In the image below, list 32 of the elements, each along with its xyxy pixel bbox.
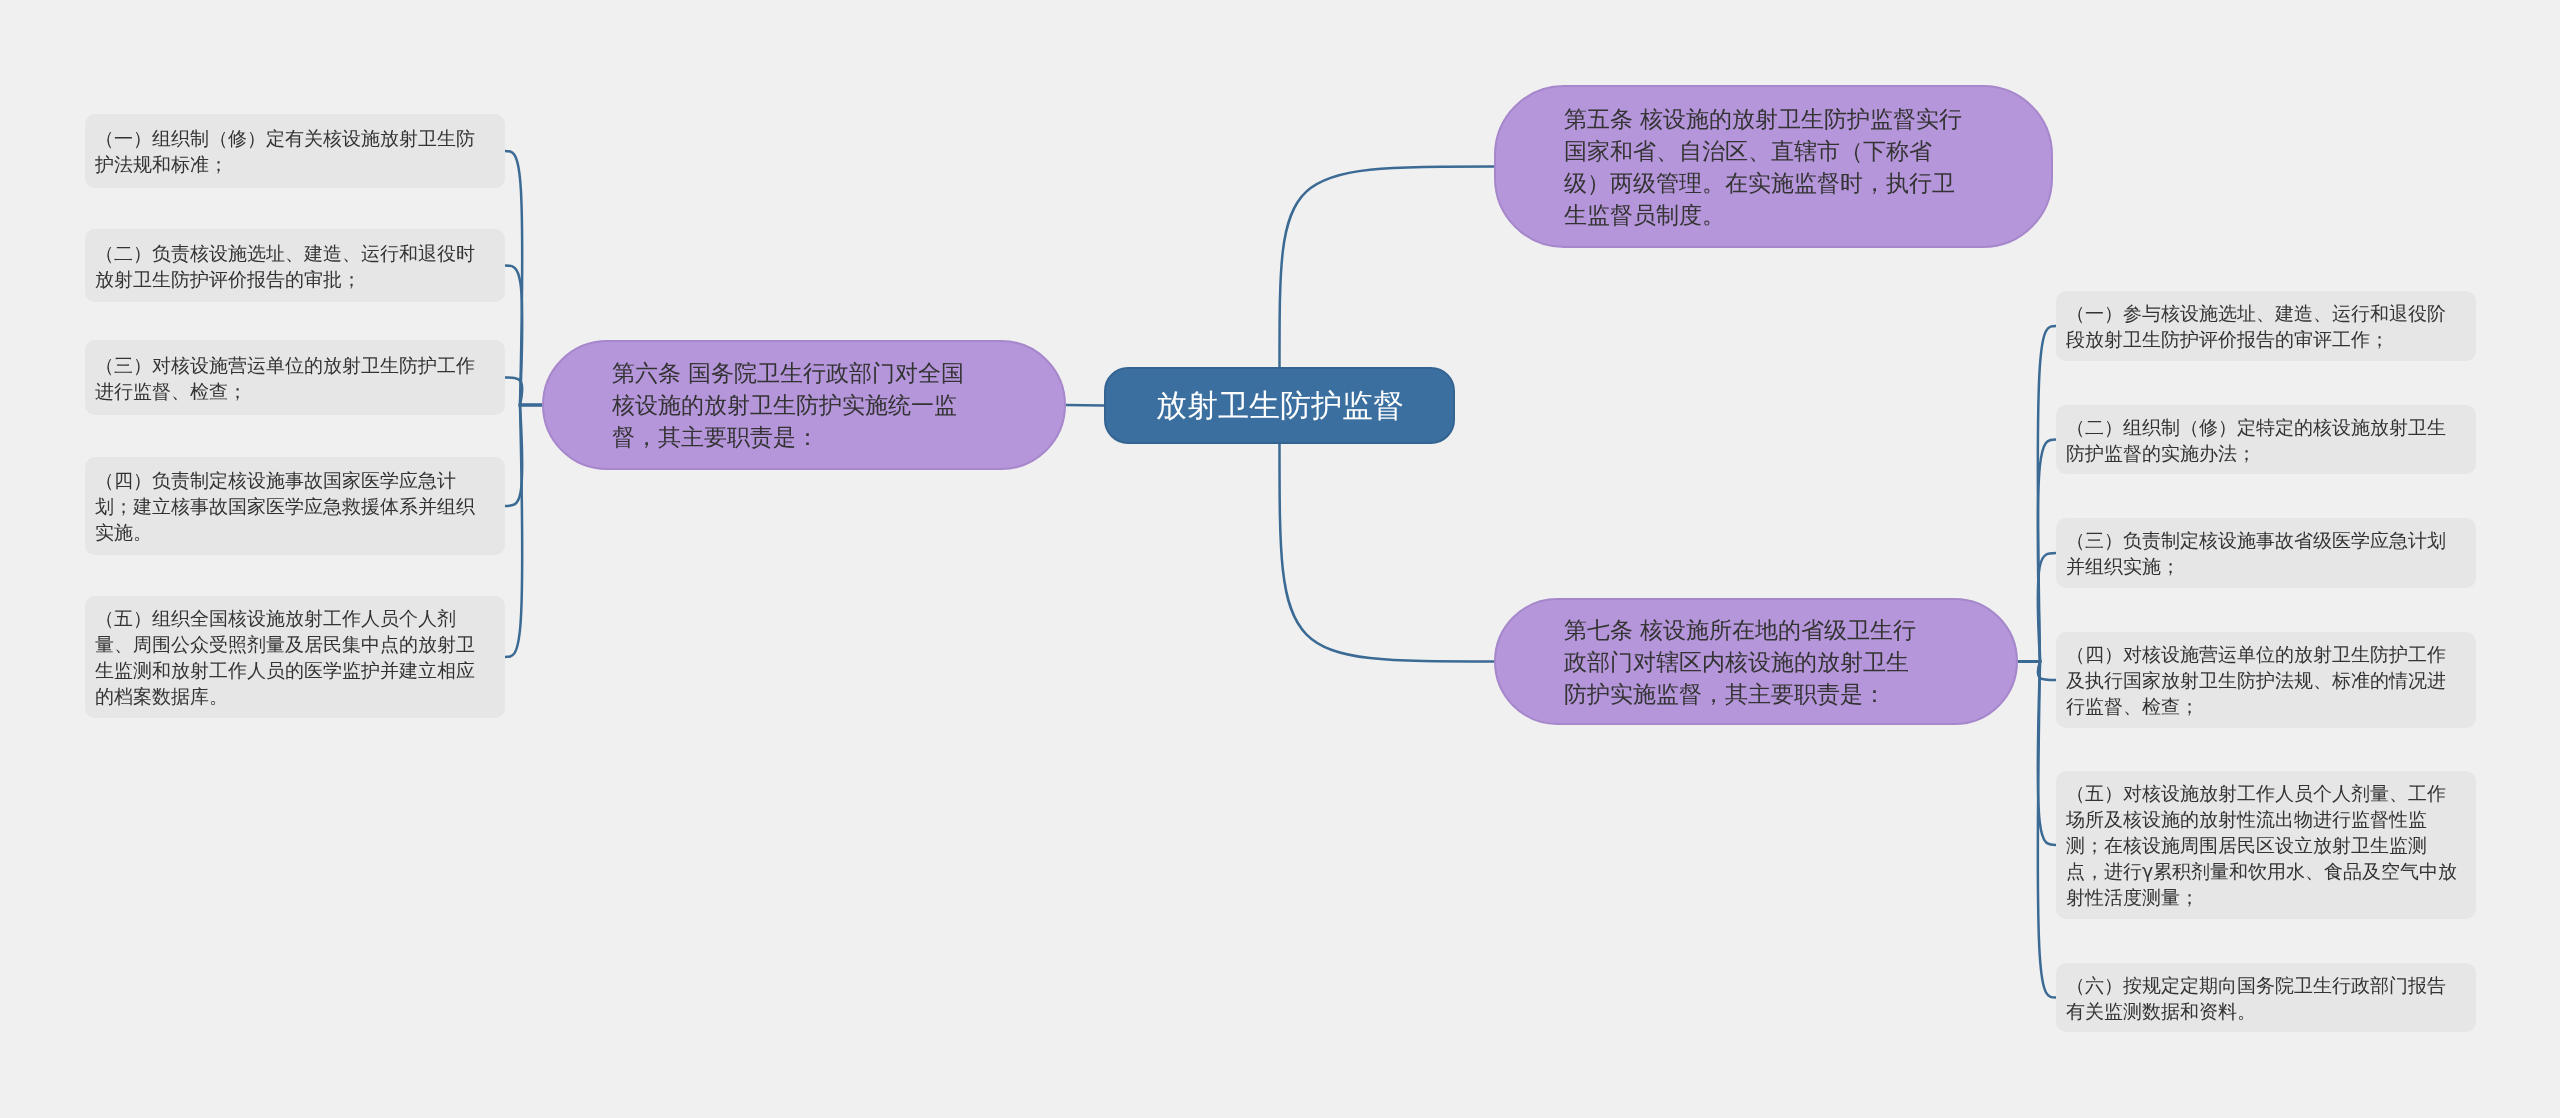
item-text: （三）对核设施营运单位的放射卫生防护工作进行监督、检查；: [95, 352, 476, 404]
item-text: （四）对核设施营运单位的放射卫生防护工作及执行国家放射卫生防护法规、标准的情况进行监督、检查；: [2066, 642, 2447, 719]
item-text: （一）组织制（修）定有关核设施放射卫生防护法规和标准；: [95, 126, 476, 177]
item-card: [2056, 963, 2476, 1032]
connector: [1278, 165, 1494, 367]
item-card: [2056, 771, 2476, 919]
connector: [1278, 444, 1494, 663]
connector: [1066, 403, 1104, 407]
item-card: [85, 596, 505, 718]
item-text: （六）按规定定期向国务院卫生行政部门报告有关监测数据和资料。: [2066, 972, 2447, 1024]
item-card: [2056, 518, 2476, 588]
item-text: （三）负责制定核设施事故省级医学应急计划并组织实施；: [2066, 528, 2447, 579]
item-text: （四）负责制定核设施事故国家医学应急计划；建立核事故国家医学应急救援体系并组织实施。: [95, 468, 476, 545]
item-card: [85, 340, 505, 415]
item-card: [2056, 405, 2476, 474]
connector: [2018, 660, 2057, 999]
branch-text: 第六条 国务院卫生行政部门对全国核设施的放射卫生防护实施统一监督，其主要职责是：: [612, 359, 966, 452]
item-card: [85, 114, 505, 188]
connector: [504, 403, 542, 659]
item-card: [2056, 291, 2476, 361]
item-text: （二）负责核设施选址、建造、运行和退役时放射卫生防护评价报告的审批；: [95, 240, 476, 292]
branch-text: 第五条 核设施的放射卫生防护监督实行国家和省、自治区、直辖市（下称省级）两级管理。在实施监督时，执行卫生监督员制度。: [1564, 104, 1964, 230]
branch-text: 第七条 核设施所在地的省级卫生行政部门对辖区内核设施的放射卫生防护实施监督，其主要职责是：: [1564, 615, 1918, 709]
item-text: （二）组织制（修）定特定的核设施放射卫生防护监督的实施办法；: [2066, 414, 2447, 466]
item-card: [2056, 632, 2476, 728]
item-text: （五）组织全国核设施放射工作人员个人剂量、周围公众受照剂量及居民集中点的放射卫生监测和放射工作人员的医学监护并建立相应的档案数据库。: [95, 606, 476, 709]
item-text: （五）对核设施放射工作人员个人剂量、工作场所及核设施的放射性流出物进行监督性监测；在核设施周围居民区设立放射卫生监测点，进行γ累积剂量和饮用水、食品及空气中放射性活度测量；: [2066, 781, 2459, 910]
topic-text: 放射卫生防护监督: [1155, 385, 1404, 425]
topic-box: [1104, 367, 1455, 444]
item-card: [85, 229, 505, 302]
item-card: [85, 457, 505, 555]
item-text: （一）参与核设施选址、建造、运行和退役阶段放射卫生防护评价报告的审评工作；: [2066, 301, 2447, 352]
